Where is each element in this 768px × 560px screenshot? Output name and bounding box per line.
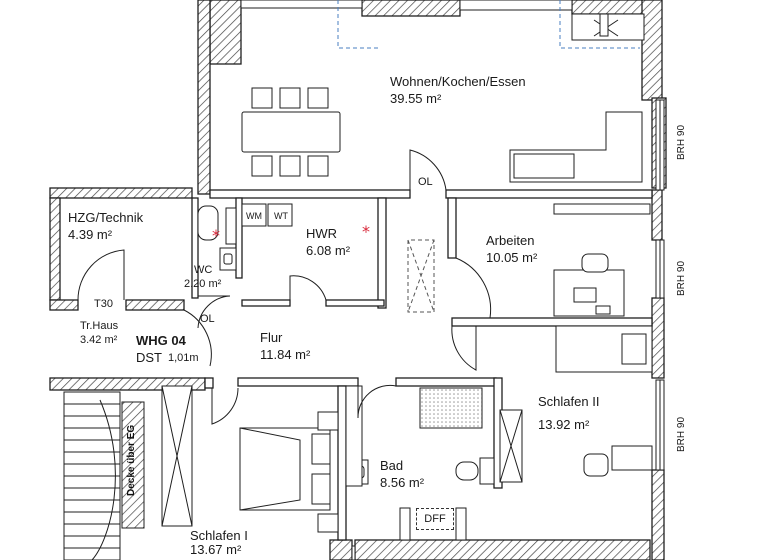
bath-fixtures [345,385,495,487]
label-brh-3: BRH 90 [676,416,687,452]
room-name-flur: Flur [260,330,283,345]
unit-label: WHG 04 [136,333,186,348]
bedroom1-furniture [161,385,339,533]
label-brh-1: BRH 90 [676,124,687,160]
label-decke: Decke über EG [126,424,137,496]
room-area-schlafen2: 13.92 m² [538,417,590,432]
marker-star-hwr: * [362,222,370,241]
kitchen-furniture [241,13,645,183]
label-dst-size: 1,01m [168,352,199,364]
bedroom2-furniture [499,325,653,483]
room-area-trhaus: 3.42 m² [80,334,118,346]
label-ol-upper: OL [418,176,433,188]
marker-star-wc: * [212,226,220,245]
room-name-wc: WC [194,264,213,276]
room-name-arbeiten: Arbeiten [486,233,535,248]
room-area-wohnen: 39.55 m² [390,91,442,106]
room-name-wohnen: Wohnen/Kochen/Essen [390,74,526,89]
label-brh-2: BRH 90 [676,260,687,296]
windows [240,0,665,560]
room-name-trhaus: Tr.Haus [80,320,119,332]
room-area-schlafen1: 13.67 m² [190,542,242,557]
room-name-hwr: HWR [306,226,338,241]
room-name-schlafen1: Schlafen I [190,528,248,543]
office-furniture [553,203,651,317]
room-area-hzg: 4.39 m² [68,227,113,242]
roof-window-outlines [337,0,640,313]
room-area-wc: 2.20 m² [184,278,222,290]
room-name-bad: Bad [380,458,404,473]
room-name-hzg: HZG/Technik [68,210,144,225]
label-ol-lower: OL [200,313,215,325]
label-dst: DST [136,350,162,365]
exterior-walls [49,0,667,560]
room-area-bad: 8.56 m² [380,475,425,490]
label-wt: WT [274,211,288,221]
label-t30: T30 [94,298,113,310]
label-wm: WM [246,211,262,221]
room-area-arbeiten: 10.05 m² [486,250,538,265]
door-swings [77,149,492,425]
room-area-hwr: 6.08 m² [306,243,351,258]
dff-outline [399,507,467,541]
label-dff: DFF [416,508,454,530]
wc-fixtures [197,203,293,271]
stair [63,391,145,560]
room-name-schlafen2: Schlafen II [538,394,600,409]
room-area-flur: 11.84 m² [260,347,311,362]
